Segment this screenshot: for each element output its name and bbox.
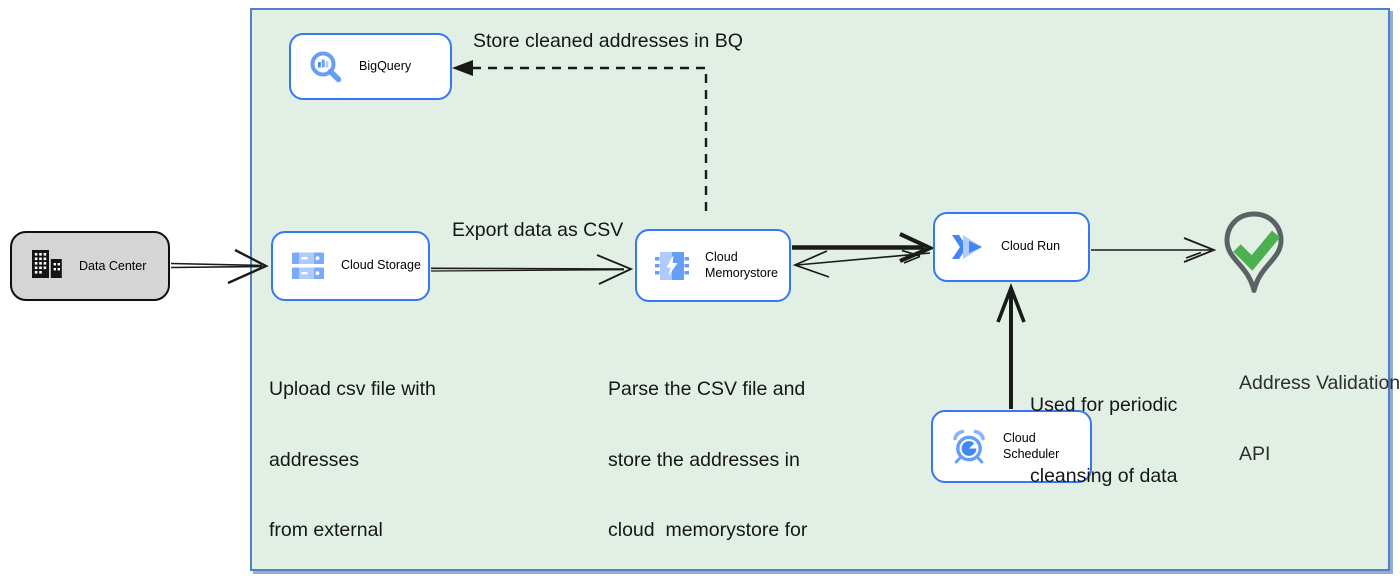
node-bigquery: BigQuery — [289, 33, 452, 100]
gcp-zone — [250, 8, 1390, 571]
cloud-storage-icon — [290, 251, 326, 281]
node-cloud-run: Cloud Run — [933, 212, 1090, 282]
node-cloud-scheduler: Cloud Scheduler — [931, 410, 1092, 483]
note-parse: Parse the CSV file and store the address… — [608, 331, 823, 580]
arrow-memorystore-to-cloudrun — [792, 232, 936, 263]
note-scheduler: Used for periodic cleansing of data — [1030, 347, 1177, 535]
note-line: from external — [269, 519, 383, 541]
node-label: Cloud Run — [1001, 239, 1061, 254]
checkmark-icon — [1233, 230, 1281, 271]
node-label: Data Center — [79, 259, 147, 273]
note-upload: Upload csv file with addresses from exte… — [269, 331, 436, 580]
arrow-cloudrun-to-addressvalidation — [1091, 237, 1217, 263]
node-cloud-storage: Cloud Storage — [271, 231, 430, 301]
label-address-validation-api: Address Validation API — [1239, 325, 1400, 513]
note-line: store the addresses in — [608, 448, 800, 471]
node-label: Cloud Scheduler — [1003, 430, 1060, 461]
building-icon — [29, 248, 65, 285]
note-line: Upload csv file with — [269, 378, 436, 400]
map-pin-icon — [1224, 211, 1284, 293]
arrow-datacenter-to-cloudstorage — [170, 248, 269, 285]
arrow-memorystore-to-bigquery — [452, 60, 708, 211]
note-line: cleansing of data — [1030, 464, 1178, 487]
arrow-cloudscheduler-to-cloudrun — [996, 282, 1026, 409]
note-line: Used for periodic — [1030, 394, 1178, 416]
note-line: Address Validation — [1239, 372, 1400, 394]
note-line: API — [1239, 442, 1271, 465]
bigquery-icon — [308, 49, 344, 85]
node-cloud-memorystore: Cloud Memorystore — [635, 229, 791, 302]
arrow-cloudrun-to-memorystore — [792, 249, 931, 278]
note-line: cloud memorystore for — [608, 519, 808, 541]
note-line: Parse the CSV file and — [608, 378, 806, 400]
note-store-bq: Store cleaned addresses in BQ — [473, 30, 743, 52]
note-line: addresses — [269, 448, 359, 471]
cloud-run-icon — [952, 233, 986, 261]
node-data-center: Data Center — [10, 231, 170, 301]
address-validation-pin — [1220, 210, 1288, 306]
node-label: BigQuery — [359, 58, 412, 73]
cloud-scheduler-icon — [950, 429, 988, 465]
node-label: Cloud Memorystore — [705, 249, 778, 280]
node-label: Cloud Storage — [341, 258, 421, 273]
arrow-cloudstorage-to-memorystore — [430, 254, 634, 285]
memorystore-icon — [654, 249, 690, 283]
note-export-csv: Export data as CSV — [452, 219, 624, 241]
